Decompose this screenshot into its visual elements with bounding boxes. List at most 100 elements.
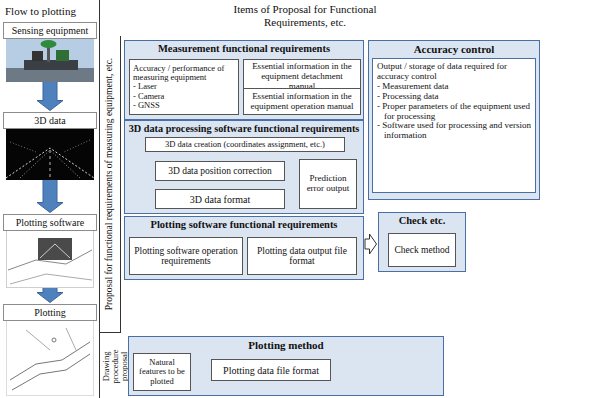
node-text: Accuracy / performance of measuring equi…: [133, 64, 235, 83]
text-holder: Check method: [392, 245, 452, 255]
item-box: Plotting data output file format: [247, 237, 357, 275]
section-label: Flow to plotting: [5, 5, 76, 17]
points: [10, 142, 36, 152]
item-box: Essential information in the equipment o…: [243, 88, 361, 115]
item-box: Accuracy / performance of measuring equi…: [129, 59, 239, 115]
node-text: Essential information in the equipment o…: [247, 92, 357, 112]
node-text: Plotting data file format: [215, 365, 327, 376]
node-text: Prediction error output: [303, 174, 353, 194]
node-text: 3D data format: [159, 194, 281, 205]
diagram-title: Items of Proposal for Functional Require…: [212, 3, 398, 29]
text-holder: Sensing equipment: [7, 25, 93, 36]
item-box: Natural features to be plotted: [133, 353, 191, 391]
text-holder: Plotting data file format: [215, 365, 327, 376]
check-panel: Check etc. Check method: [378, 212, 466, 272]
plot-line: [10, 342, 90, 380]
text-holder: 3D data processing software functional r…: [128, 123, 360, 134]
divider-line: [100, 332, 122, 333]
requirement-panel: Measurement functional requirementsAccur…: [124, 40, 364, 120]
method-panel: Plotting methodNatural features to be pl…: [128, 336, 444, 396]
process-box: 3D data format: [155, 189, 285, 209]
item-box: Plotting software operation requirements: [129, 237, 243, 275]
text-holder: 3D data creation (coordinates assignment…: [149, 140, 341, 149]
heading-text: Plotting software functional requirement…: [128, 219, 360, 231]
plot-line: [12, 354, 90, 390]
screen: [7, 231, 94, 288]
node-text: Plotting software operation requirements: [133, 246, 239, 267]
point-cloud-image: [6, 128, 94, 180]
camera: [32, 51, 43, 61]
heading-text: Accuracy control: [372, 43, 536, 55]
plot-line: [26, 330, 50, 350]
sky: [6, 38, 94, 82]
ground: [6, 68, 94, 82]
item-box: Check method: [388, 233, 456, 267]
text-holder: Plotting method: [132, 339, 440, 351]
text-holder: Plotting software operation requirements: [133, 246, 239, 267]
node-text: 3D data: [7, 115, 93, 126]
text-holder: Prediction error output: [303, 174, 353, 194]
roof-rack: [24, 60, 78, 70]
text-holder: Check etc.: [382, 215, 462, 227]
text-holder: Plotting software: [7, 217, 93, 228]
label-holder: Proposal for functional requirements of …: [105, 40, 115, 328]
camera-view: [38, 238, 72, 260]
flow-step-box: 3D data: [3, 112, 97, 129]
node-text: - Software used for processing and versi…: [377, 121, 531, 141]
camera-view: [40, 244, 55, 258]
accuracy-panel: Accuracy controlOutput / storage of data…: [368, 40, 540, 200]
heading-text: Measurement functional requirements: [128, 43, 360, 55]
laser-scanner: [56, 50, 69, 61]
requirement-panel: 3D data processing software functional r…: [124, 120, 364, 214]
section-label: Drawing procedure proposal: [101, 336, 128, 396]
camera-view: [55, 244, 70, 258]
text-holder: Plotting data output file format: [251, 246, 353, 267]
flow-step-box: Sensing equipment: [3, 22, 97, 39]
node-text: 3D data position correction: [159, 166, 281, 176]
gnss-antenna: [41, 40, 57, 48]
text-holder: Accuracy controlOutput / storage of data…: [372, 43, 536, 193]
node-text: Plotting: [7, 307, 93, 318]
text-holder: 3D data format: [159, 194, 281, 205]
label-holder: Drawing procedure proposal: [101, 336, 128, 396]
node-text: 3D data creation (coordinates assignment…: [149, 140, 341, 149]
body-panel: Output / storage of data required for ac…: [372, 58, 536, 193]
flow-step-box: Plotting: [3, 304, 97, 321]
title-block: Items of Proposal for Functional Require…: [212, 3, 398, 29]
node-text: Sensing equipment: [7, 25, 93, 36]
node-text: - GNSS: [133, 101, 235, 110]
node-text: Plotting data output file format: [251, 246, 353, 267]
node-text: - Measurement data: [377, 82, 531, 92]
section-label: Proposal for functional requirements of …: [105, 40, 115, 328]
ground: [6, 128, 94, 180]
node-text: Output / storage of data required for ac…: [377, 62, 531, 82]
plot-line: [10, 274, 92, 284]
hollow-arrow: [365, 234, 377, 254]
sheet: [7, 321, 94, 396]
node-text: - Laser: [133, 82, 235, 91]
points: [50, 150, 51, 180]
text-holder: Plotting: [7, 307, 93, 318]
text-holder: Plotting software functional requirement…: [128, 219, 360, 231]
node-text: - Proper parameters of the equipment use…: [377, 102, 531, 122]
node-text: Natural features to be plotted: [137, 358, 187, 386]
plot-line: [66, 328, 76, 350]
text-holder: 3D data position correction: [159, 166, 281, 176]
item-box: Plotting data file format: [211, 359, 331, 381]
text-holder: 3D data: [7, 115, 93, 126]
text-holder: Measurement functional requirements: [128, 43, 360, 55]
divider-line: [99, 0, 100, 398]
flow-step-box: Plotting software: [3, 214, 97, 231]
text-holder: Natural features to be plotted: [137, 358, 187, 386]
label-holder: Flow to plotting: [5, 5, 76, 17]
heading-text: 3D data processing software functional r…: [128, 123, 360, 134]
sensing-equipment-photo: [6, 38, 94, 82]
node-text: - Camera: [133, 92, 235, 101]
text-holder: Accuracy / performance of measuring equi…: [133, 64, 235, 111]
process-box: Prediction error output: [299, 159, 357, 209]
heading-text: Check etc.: [382, 215, 462, 227]
plot-symbol: [52, 338, 56, 342]
process-box: 3D data creation (coordinates assignment…: [145, 137, 345, 152]
plotting-software-screen: [6, 230, 94, 288]
node-text: Check method: [392, 245, 452, 255]
